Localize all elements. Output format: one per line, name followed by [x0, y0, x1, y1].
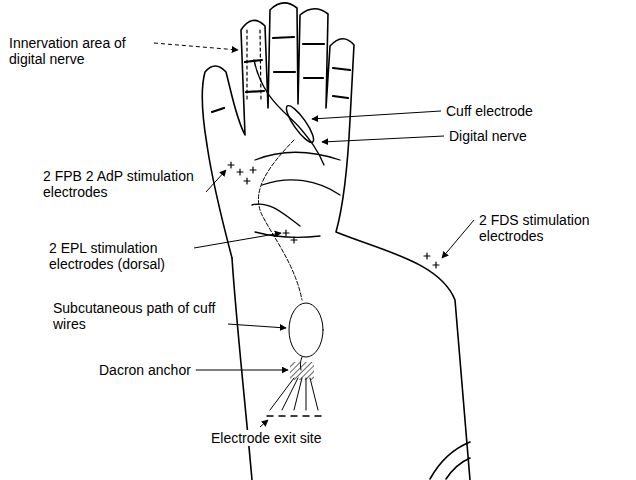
innervation-area — [247, 30, 261, 100]
finger-creases — [212, 37, 350, 112]
callout-label: Digital nerve — [448, 128, 528, 144]
callout-label: Dacron anchor — [98, 362, 192, 378]
leader-line — [206, 170, 226, 192]
cuff-electrode — [282, 103, 317, 146]
cuff-wire-path — [258, 140, 302, 300]
lead-wires — [270, 378, 318, 410]
leader-line — [196, 370, 288, 371]
leader-line — [260, 420, 268, 427]
exit-site — [267, 415, 321, 417]
forearm-outline — [232, 258, 252, 480]
callout-label: Cuff electrode — [445, 103, 534, 119]
callout-label: Innervation area of digital nerve — [8, 35, 150, 67]
callout-label: 2 FDS stimulation electrodes — [478, 212, 630, 244]
dacron-anchor — [290, 362, 314, 380]
stimulation-electrodes — [228, 162, 439, 268]
callout-label: 2 FPB 2 AdP stimulation electrodes — [42, 168, 202, 200]
leader-line — [312, 111, 441, 119]
leader-line — [228, 324, 286, 328]
leader-line — [442, 220, 474, 258]
callout-label: Electrode exit site — [210, 430, 323, 446]
leader-line — [154, 43, 238, 50]
callout-label: 2 EPL stimulation electrodes (dorsal) — [48, 240, 190, 272]
cuff-wire-loop — [289, 303, 323, 357]
callout-label: Subcutaneous path of cuff wires — [52, 300, 224, 332]
hand-outline — [202, 3, 470, 480]
leader-line — [194, 233, 281, 248]
digital-nerve — [254, 60, 324, 165]
elbow-crease — [430, 442, 470, 479]
leader-line — [322, 136, 444, 142]
palm-creases — [252, 153, 340, 238]
